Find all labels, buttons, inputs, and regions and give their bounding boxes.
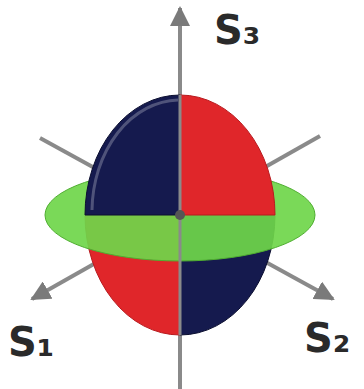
- blue-plane-upper: [85, 95, 180, 215]
- s3-label: S₃: [214, 10, 260, 50]
- s1-label: S₁: [8, 322, 54, 362]
- red-plane-upper: [180, 95, 275, 215]
- origin: [175, 210, 185, 220]
- axes: [32, 8, 333, 389]
- s3-axis: [178, 8, 182, 389]
- s2-label: S₂: [304, 318, 350, 358]
- highlight: [92, 100, 178, 210]
